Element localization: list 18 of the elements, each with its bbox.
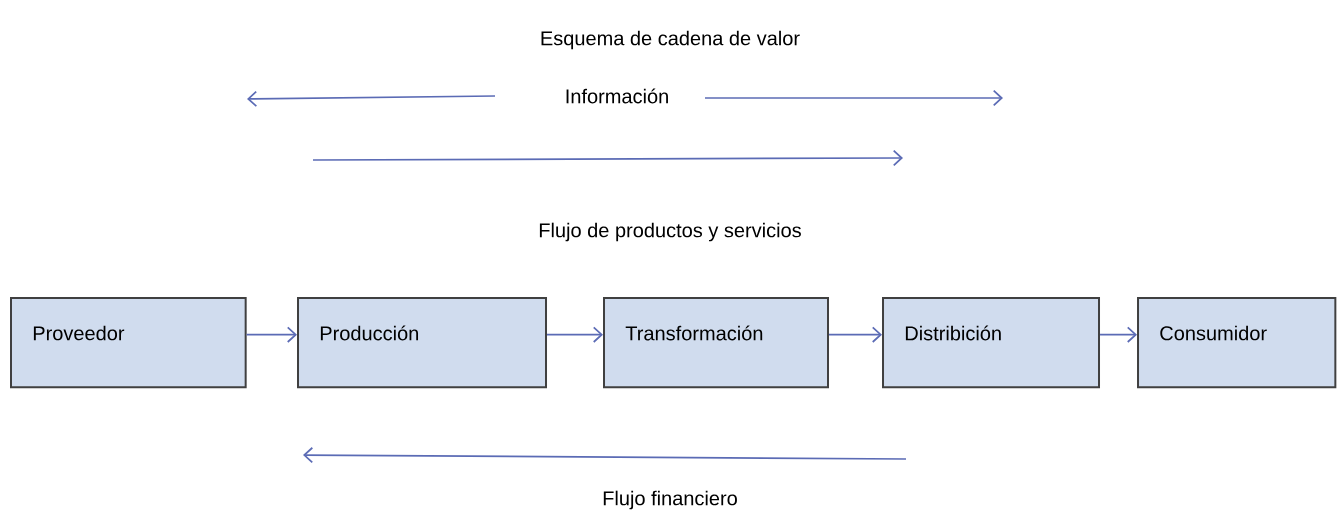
box-label: Consumidor bbox=[1160, 325, 1267, 341]
flow-label: Información bbox=[566, 88, 668, 104]
box-label: Producción bbox=[320, 325, 418, 341]
arrow bbox=[828, 326, 882, 343]
process-box bbox=[1137, 297, 1337, 389]
process-box bbox=[882, 297, 1100, 389]
flow-label: Flujo financiero bbox=[603, 490, 737, 510]
title: Esquema de cadena de valor bbox=[541, 30, 800, 50]
arrow bbox=[1099, 326, 1137, 343]
flow-label: Flujo de productos y servicios bbox=[539, 222, 801, 242]
box-label: Proveedor bbox=[33, 325, 125, 341]
box-label: Distribición bbox=[905, 325, 1001, 341]
box-label: Transformación bbox=[625, 325, 763, 341]
arrow bbox=[546, 326, 603, 343]
process-box bbox=[603, 297, 829, 389]
process-box bbox=[10, 297, 247, 389]
arrow bbox=[245, 326, 297, 343]
process-box bbox=[297, 297, 547, 389]
